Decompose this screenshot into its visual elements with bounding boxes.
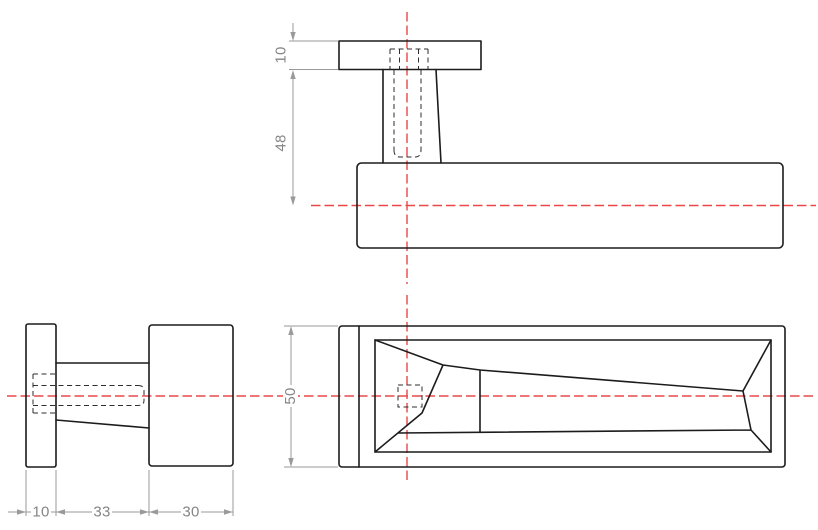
dimension-arrowheads	[17, 32, 296, 515]
grip-side	[148, 324, 234, 467]
lever-front	[356, 162, 784, 249]
plan-view	[338, 325, 786, 468]
dim-label-rose-depth: 10	[32, 504, 49, 521]
dim-label-plate-size: 50	[282, 387, 299, 404]
dimension-text-halos	[31, 385, 298, 519]
rose-plate-front	[338, 40, 482, 71]
rose-plate-side	[25, 323, 57, 468]
plate-outline-plan	[338, 325, 786, 468]
dimension-annotations: 10 48 50 10 33 30	[8, 23, 338, 521]
dim-label-grip-width: 30	[182, 504, 199, 521]
side-view	[25, 323, 234, 468]
neck-front	[382, 68, 442, 164]
lever-facet-lines-plan	[374, 339, 772, 453]
dim-label-neck-height: 48	[273, 134, 290, 151]
dimension-lines	[8, 23, 294, 513]
part-outlines	[25, 40, 786, 468]
lever-top-face-plan	[374, 339, 772, 453]
hidden-bore-front-view	[389, 48, 429, 158]
dim-label-rose-thickness: 10	[273, 46, 290, 63]
dimension-labels: 10 48 50 10 33 30	[32, 46, 299, 520]
hidden-lines	[32, 48, 429, 414]
hidden-spindle-hole-plan-view	[397, 384, 423, 408]
extension-lines	[25, 40, 338, 516]
neck-side	[55, 362, 150, 429]
front-elevation-view	[338, 40, 784, 249]
hidden-bore-side-view	[32, 373, 145, 414]
dim-label-neck-length: 33	[93, 504, 110, 521]
